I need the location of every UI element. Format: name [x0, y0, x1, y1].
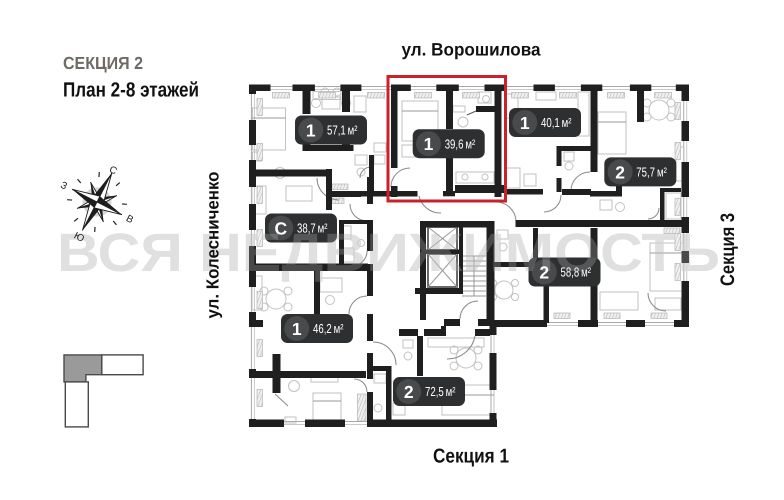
svg-text:72,5 м²: 72,5 м²	[425, 384, 456, 399]
svg-text:Ю: Ю	[72, 230, 86, 244]
svg-text:С: С	[274, 218, 287, 238]
svg-text:40,1 м²: 40,1 м²	[541, 115, 572, 130]
svg-text:1: 1	[424, 134, 434, 154]
svg-text:75,7 м²: 75,7 м²	[636, 165, 667, 180]
svg-text:ВСЯ НЕДВИЖИМОСТЬ: ВСЯ НЕДВИЖИМОСТЬ	[57, 223, 720, 283]
svg-text:Секция 3: Секция 3	[717, 213, 739, 286]
svg-text:Секция 1: Секция 1	[433, 446, 509, 468]
svg-text:2: 2	[615, 162, 625, 182]
svg-text:2: 2	[539, 262, 549, 282]
svg-text:С: С	[107, 164, 118, 177]
svg-text:ВСЯ НЕДВИЖИМОСТЬ: ВСЯ НЕДВИЖИМОСТЬ	[57, 223, 720, 283]
svg-text:38,7 м²: 38,7 м²	[297, 221, 328, 236]
svg-text:2: 2	[404, 382, 414, 402]
svg-text:1: 1	[306, 120, 316, 140]
svg-text:ул. Ворошилова: ул. Ворошилова	[402, 40, 542, 60]
svg-text:1: 1	[292, 319, 302, 339]
svg-text:46,2 м²: 46,2 м²	[313, 321, 344, 336]
svg-text:В: В	[124, 213, 135, 226]
svg-text:57,1 м²: 57,1 м²	[327, 123, 358, 138]
svg-text:СЕКЦИЯ 2: СЕКЦИЯ 2	[63, 53, 143, 73]
svg-text:1: 1	[520, 113, 530, 133]
svg-text:ул. Колесниченко: ул. Колесниченко	[203, 172, 223, 319]
svg-text:58,8 м²: 58,8 м²	[561, 265, 592, 280]
svg-text:39,6 м²: 39,6 м²	[445, 136, 476, 151]
svg-text:З: З	[58, 180, 68, 193]
svg-text:План 2-8 этажей: План 2-8 этажей	[63, 79, 199, 102]
